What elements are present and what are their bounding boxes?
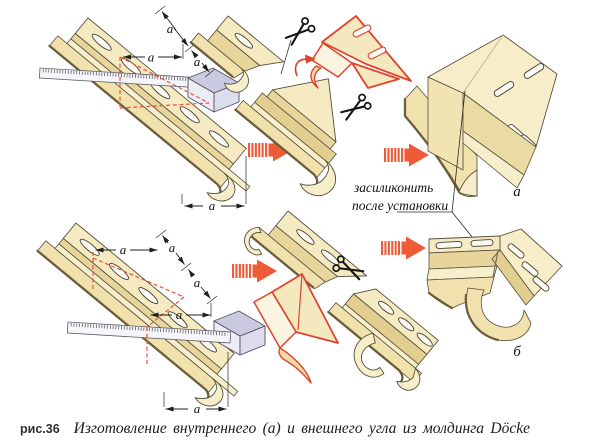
dimension-label: a (167, 21, 174, 36)
cut-marking-dashes (119, 56, 210, 109)
scissors-icon (282, 15, 317, 49)
dimension-annotations: a a a a a (95, 229, 229, 416)
cut-off-piece-outline (310, 15, 412, 89)
finished-inner-corner-a (403, 34, 558, 197)
step-arrow-icon (232, 259, 277, 283)
dimension-label: a (209, 198, 216, 213)
figure-number-label: рис.36 (20, 422, 60, 436)
scissors-icon (338, 92, 374, 124)
molding-strip-cutting-a-right (234, 78, 337, 197)
figure-caption-bar: рис.36 Изготовление внутреннего (а) и вн… (0, 420, 600, 448)
dimension-label: a (194, 275, 201, 290)
molding-strip-marking-b (27, 214, 257, 418)
step-arrow-icon (384, 143, 429, 167)
silicone-note-line2: после установки (352, 198, 448, 213)
dimension-label: a (176, 307, 183, 322)
ruler (66, 321, 232, 344)
molding-strip-cutting-a-left (189, 15, 285, 93)
dimension-label: a (194, 401, 201, 416)
cut-line (280, 39, 292, 75)
dimension-label: a (169, 240, 176, 255)
figure-illustration: a a a a (27, 5, 563, 418)
cut-off-piece-flipped-outline (253, 273, 339, 384)
step-arrow-icon (381, 236, 426, 260)
dimension-annotations: a a a a (123, 5, 247, 213)
silicone-note: засиликонить после установки (352, 180, 448, 213)
curved-cut-arrow-icon (294, 54, 316, 77)
molding-strip-cutting-b-lower (327, 288, 439, 391)
panel-label-a: а (513, 184, 521, 200)
figure-caption-text: Изготовление внутреннего (а) и внешнего … (73, 420, 530, 437)
dimension-label: a (194, 54, 201, 69)
dimension-label: a (120, 242, 127, 257)
silicone-note-line1: засиликонить (353, 180, 433, 195)
finished-outer-corner-b (426, 228, 563, 342)
cut-marking-dashes (92, 252, 185, 366)
dimension-label: a (148, 50, 155, 65)
panel-label-b: б (513, 344, 521, 360)
